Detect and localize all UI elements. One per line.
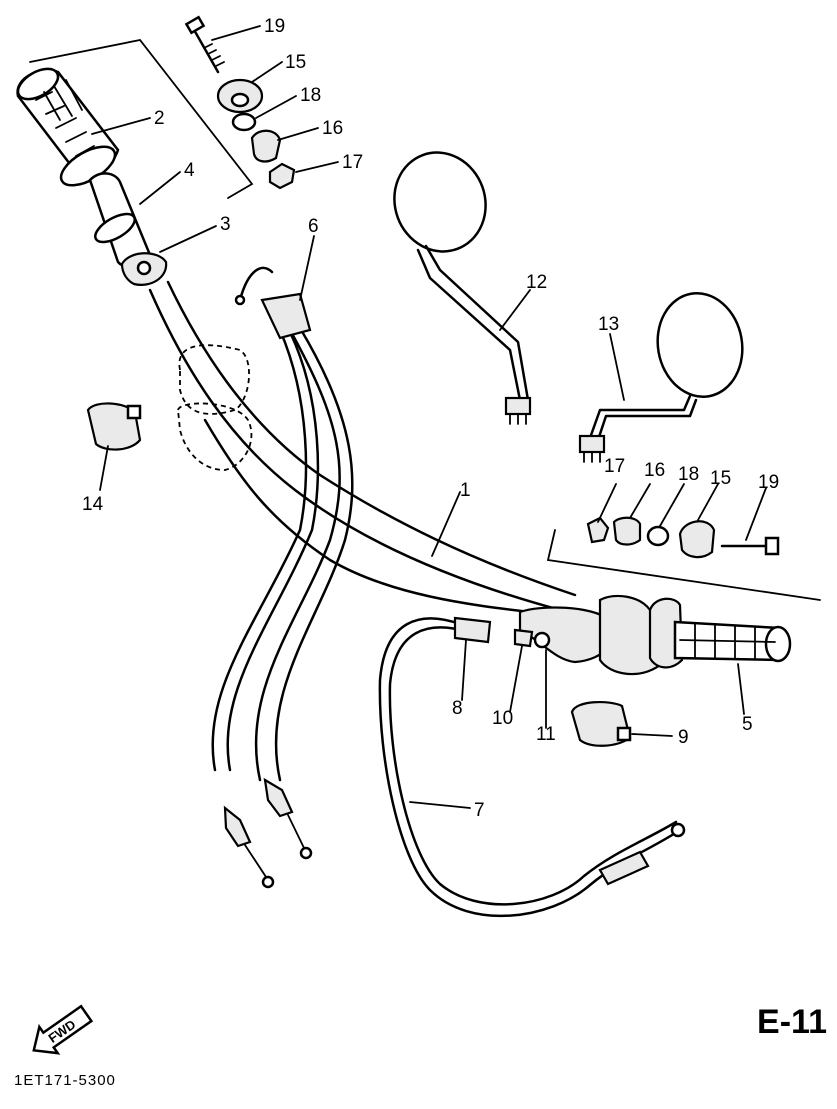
callout-14: 14	[82, 494, 104, 515]
bar-end-kit-right	[546, 516, 821, 601]
callout-8: 8	[452, 698, 463, 719]
callout-17-right: 17	[604, 456, 625, 477]
callout-13: 13	[598, 314, 619, 335]
page-code: E-11	[757, 1003, 827, 1041]
callout-19-right: 19	[758, 472, 779, 493]
callout-3: 3	[220, 214, 231, 235]
callout-2: 2	[154, 108, 165, 129]
leader-lines	[91, 25, 767, 809]
callout-12: 12	[526, 272, 547, 293]
callout-numbers: 19 15 18 16 17 2 4 3 6 12 13 1 14 8 10 1…	[82, 16, 779, 821]
callout-5: 5	[742, 714, 753, 735]
callout-16: 16	[322, 118, 343, 139]
clutch-cable	[378, 616, 686, 918]
fwd-arrow-icon: FWD	[32, 1004, 94, 1055]
callout-6: 6	[308, 216, 319, 237]
callout-15: 15	[285, 52, 306, 73]
right-grip	[648, 597, 792, 669]
callout-4: 4	[184, 160, 195, 181]
left-switch	[86, 402, 142, 451]
callout-17: 17	[342, 152, 363, 173]
throttle-cables	[211, 266, 354, 889]
mirror-right	[578, 292, 744, 463]
callout-9: 9	[678, 727, 689, 748]
mirror-left	[393, 151, 532, 425]
callout-10: 10	[492, 708, 513, 729]
handlebar	[148, 280, 662, 676]
callout-18-right: 18	[678, 464, 699, 485]
callout-7: 7	[474, 800, 485, 821]
right-switch	[570, 700, 632, 747]
callout-11: 11	[536, 724, 556, 745]
callout-19: 19	[264, 16, 285, 37]
part-code: 1ET171-5300	[14, 1072, 116, 1089]
left-grip	[16, 67, 120, 187]
callout-15-right: 15	[710, 468, 731, 489]
callout-1: 1	[460, 480, 471, 501]
callout-16-right: 16	[644, 460, 665, 481]
callout-18: 18	[300, 85, 321, 106]
bar-end-kit-left	[29, 15, 296, 199]
throttle-sleeve	[88, 172, 168, 286]
